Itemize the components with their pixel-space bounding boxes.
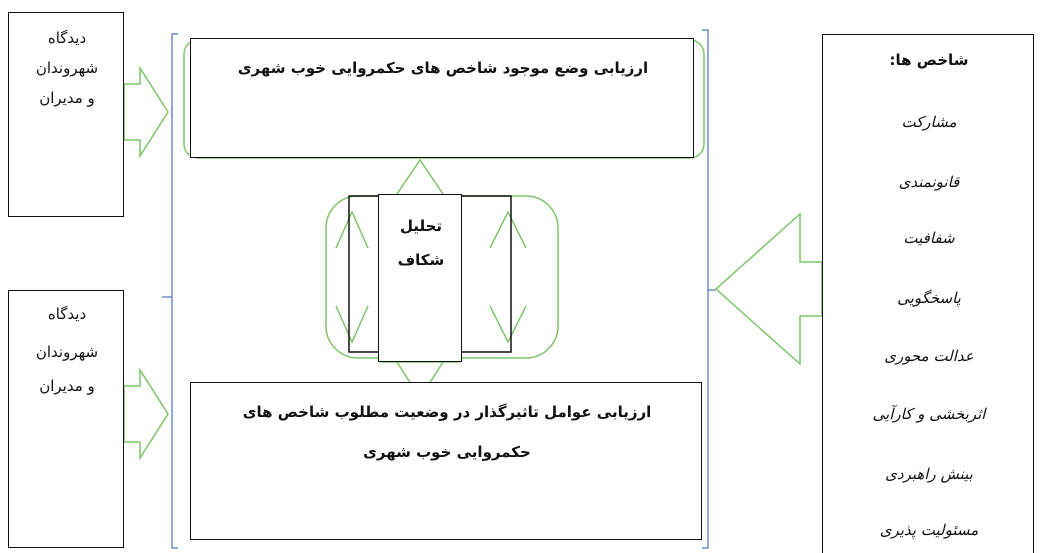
indicator-item: مشارکت xyxy=(901,113,957,131)
influencing-factors-box: ارزیابی عوامل تاثیرگذار در وضعیت مطلوب ش… xyxy=(190,382,702,540)
stakeholder-label-top-line2: شهروندان xyxy=(35,59,99,77)
gap-arrow-left-up xyxy=(335,210,369,249)
center-frame xyxy=(162,29,716,549)
stakeholder-label-bottom-line3: و مدیران xyxy=(39,377,95,395)
left-arrow-bottom xyxy=(123,367,169,461)
influencing-factors-label-line2: حکمروایی خوب شهری xyxy=(363,443,531,461)
influencing-factors-label-line1: ارزیابی عوامل تاثیرگذار در وضعیت مطلوب ش… xyxy=(242,403,652,421)
stakeholder-box-top: دیدگاه شهروندان و مدیران xyxy=(8,12,124,217)
up-arrow-to-top-box xyxy=(380,158,460,197)
indicator-item: مسئولیت پذیری xyxy=(879,521,979,539)
gap-analysis-box: تحلیل شکاف xyxy=(378,194,462,362)
gap-arrow-right-up xyxy=(489,210,527,249)
stakeholder-label-top-line1: دیدگاه xyxy=(47,29,87,47)
indicator-item: عدالت محوری xyxy=(884,347,974,365)
gap-arrow-left-down xyxy=(335,305,369,344)
indicator-item: شفافیت xyxy=(903,229,955,247)
gap-analysis-label-line1: تحلیل xyxy=(399,217,443,235)
stakeholder-box-bottom: دیدگاه شهروندان و مدیران xyxy=(8,290,124,548)
left-arrow-top xyxy=(123,65,169,159)
indicators-box: شاخص ها: مشارکت قانونمندی شفافیت پاسخگوی… xyxy=(822,34,1034,553)
gap-analysis-label-line2: شکاف xyxy=(397,251,445,269)
indicator-item: اثربخشی و کارآیی xyxy=(872,405,986,423)
indicator-item: پاسخگویی xyxy=(897,289,961,307)
stakeholder-label-top-line3: و مدیران xyxy=(39,89,95,107)
indicators-title: شاخص ها: xyxy=(889,51,969,69)
gap-arrow-right-down xyxy=(489,305,527,344)
indicator-item: بینش راهبردی xyxy=(885,465,973,483)
center-frame-right-bracket xyxy=(702,29,709,549)
indicator-item: قانونمندی xyxy=(898,173,960,191)
down-arrow-to-bottom-box xyxy=(380,361,460,400)
right-big-arrow xyxy=(714,212,823,366)
stakeholder-label-bottom-line1: دیدگاه xyxy=(47,305,87,323)
center-frame-left-bracket xyxy=(171,33,178,549)
stakeholder-label-bottom-line2: شهروندان xyxy=(35,343,99,361)
current-status-box: ارزیابی وضع موجود شاخص های حکمروایی خوب … xyxy=(190,38,694,158)
current-status-label: ارزیابی وضع موجود شاخص های حکمروایی خوب … xyxy=(237,59,649,77)
